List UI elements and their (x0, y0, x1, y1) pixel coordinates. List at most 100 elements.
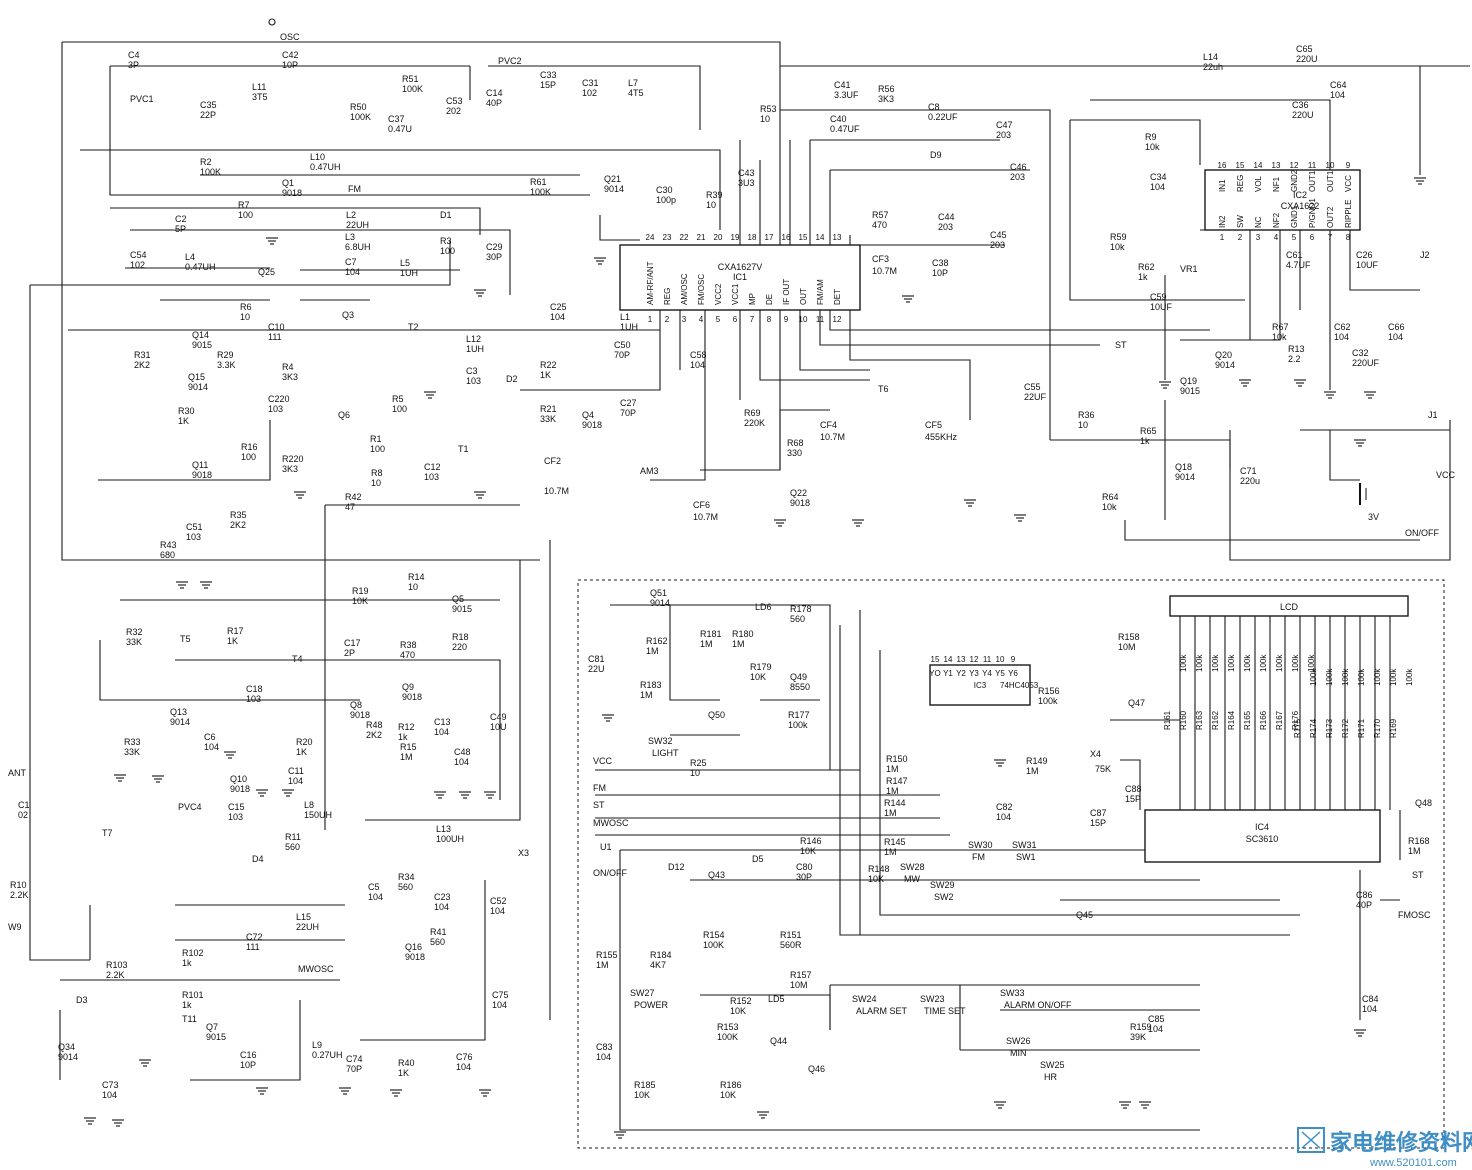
resistor-ref: R148 (868, 864, 890, 874)
capacitor-ref: C2 (175, 214, 187, 224)
lcd-resistor-ref: R172 (1341, 718, 1350, 738)
capacitor-ref: C12 (424, 462, 441, 472)
lcd-resistor-value: 100k (1307, 654, 1316, 672)
capacitor-ref: C47 (996, 120, 1013, 130)
ic2-pin-label: NF2 (1272, 212, 1281, 228)
capacitor-value: 30P (486, 252, 502, 262)
switch-ref: SW30 (968, 840, 993, 850)
transistor-type: 9018 (282, 188, 302, 198)
resistor-ref: R15 (400, 742, 417, 752)
ic1-pin-label: REG (663, 288, 672, 305)
capacitor-ref: C30 (656, 185, 673, 195)
ic3-pin-num: 12 (970, 655, 979, 664)
ic1-pin-num: 8 (767, 315, 772, 324)
resistor-value: 1K (227, 636, 238, 646)
ic3-pin-num: 9 (1011, 655, 1016, 664)
ic2-pin-num: 15 (1236, 161, 1245, 170)
resistor-value: 39K (1130, 1032, 1146, 1042)
capacitor-ref: C26 (1356, 250, 1373, 260)
lcd-resistor-ref: R170 (1373, 718, 1382, 738)
resistor-value: 10 (408, 582, 418, 592)
lcd-resistor-value: 100k (1275, 654, 1284, 672)
resistor-ref: R150 (886, 754, 908, 764)
capacitor-ref: C52 (490, 896, 507, 906)
switch-label: MW (904, 874, 920, 884)
transistor-type: 9018 (405, 952, 425, 962)
ic1-pin-label: FM/OSC (697, 274, 706, 305)
lcd-resistor-value: 100k (1179, 654, 1188, 672)
pvc1-label: PVC1 (130, 94, 154, 104)
capacitor-value: 104 (996, 812, 1011, 822)
ic1-pin-num: 16 (782, 233, 791, 242)
resistor-ref: R151 (780, 930, 802, 940)
transistor-ref: Q21 (604, 174, 621, 184)
capacitor-ref: C31 (582, 78, 599, 88)
ld6-label: LD6 (755, 602, 772, 612)
capacitor-ref: C25 (550, 302, 567, 312)
ic2-pin-label: IN2 (1218, 215, 1227, 228)
t4-label: T4 (292, 654, 303, 664)
capacitor-value: 15P (1125, 794, 1141, 804)
x4-value: 75K (1095, 764, 1111, 774)
resistor-value: 10 (690, 768, 700, 778)
capacitor-ref: C38 (932, 258, 949, 268)
inductor-ref: L4 (185, 252, 195, 262)
resistor-value: 470 (872, 220, 887, 230)
inductor-ref: L5 (400, 258, 410, 268)
resistor-ref: R4 (282, 362, 294, 372)
resistor-value: 1M (646, 646, 659, 656)
resistor-ref: R68 (787, 438, 804, 448)
ic1-pin-num: 22 (680, 233, 689, 242)
ic1-pin-num: 21 (697, 233, 706, 242)
capacitor-ref: C83 (596, 1042, 613, 1052)
resistor-value: 47 (345, 502, 355, 512)
ic3-part: 74HC4053 (1000, 681, 1039, 690)
capacitor-ref: C8 (928, 102, 940, 112)
resistor-value: 10 (240, 312, 250, 322)
resistor-ref: R153 (717, 1022, 739, 1032)
ic1-pin-label: VCC2 (714, 283, 723, 305)
resistor-value: 10k (1102, 502, 1117, 512)
ic2-pin-label: P/GND1 (1308, 198, 1317, 228)
transistor-ref: Q14 (192, 330, 209, 340)
ic1-pin-num: 3 (682, 315, 687, 324)
capacitor-value: 40P (486, 98, 502, 108)
lcd-resistor-ref: R173 (1325, 718, 1334, 738)
ic2-pin-label: RIPPLE (1344, 200, 1353, 228)
ctrl-mwosc: MWOSC (593, 818, 629, 828)
transistor-type: 9015 (1180, 386, 1200, 396)
switch-ref: SW26 (1006, 1036, 1031, 1046)
capacitor-ref: C87 (1090, 808, 1107, 818)
resistor-ref: R16 (241, 442, 258, 452)
resistor-value: 1M (640, 690, 653, 700)
capacitor-ref: C48 (454, 747, 471, 757)
ic2-pin-num: 2 (1238, 233, 1243, 242)
transistor-type: 9018 (230, 784, 250, 794)
capacitor-value: 104 (434, 727, 449, 737)
transistor-ref: Q47 (1128, 698, 1145, 708)
control-section-border (577, 579, 1445, 1149)
resistor-ref: R57 (872, 210, 889, 220)
resistor-ref: R11 (285, 832, 301, 842)
capacitor-value: 70P (620, 408, 636, 418)
capacitor-ref: C74 (346, 1054, 363, 1064)
switch-ref: SW29 (930, 880, 955, 890)
capacitor-ref: C35 (200, 100, 217, 110)
resistor-value: 100K (717, 1032, 738, 1042)
inductor-value: 22uh (1203, 62, 1223, 72)
resistor-value: 560 (790, 614, 805, 624)
ic2-pin-label: GND1 (1290, 205, 1299, 228)
resistor-ref: R25 (690, 758, 707, 768)
resistor-value: 10 (371, 478, 381, 488)
resistor-value: 3K3 (878, 94, 894, 104)
resistor-ref: R65 (1140, 426, 1157, 436)
capacitor-value: 70P (614, 350, 630, 360)
inductor-value: 6.8UH (345, 242, 371, 252)
resistor-value: 1K (296, 747, 307, 757)
terminal-onoff-top: ON/OFF (1405, 528, 1439, 538)
resistor-ref: R18 (452, 632, 469, 642)
cf5-label: CF5 (925, 420, 942, 430)
capacitor-value: 104 (596, 1052, 611, 1062)
resistor-ref: R3 (440, 236, 452, 246)
switch-ref: SW27 (630, 988, 655, 998)
